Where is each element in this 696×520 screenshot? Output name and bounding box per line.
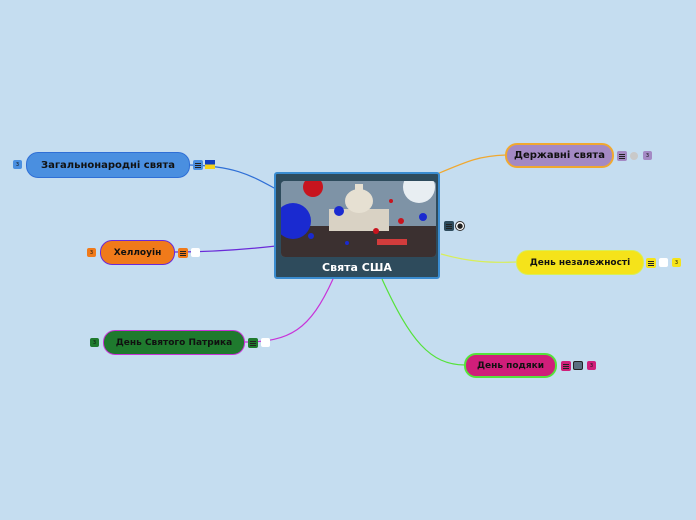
node-thanksgiving[interactable]: День подяки [464,353,557,378]
central-photo [281,181,436,257]
node-thanksgiving-label: День подяки [476,360,545,371]
node-independence-day[interactable]: День незалежності [516,250,644,275]
patrick-notes-icon[interactable] [248,338,258,348]
link-independence [440,253,518,263]
ukraine-flag-icon [205,160,215,169]
state-count-badge: 3 [643,151,652,160]
node-st-patrick[interactable]: День Святого Патрика [103,330,245,355]
thanksgiving-image-icon [573,361,583,370]
patrick-image-icon [261,338,270,347]
national-count-badge: 3 [13,160,22,169]
node-halloween-label: Хеллоуін [113,247,162,258]
national-notes-icon[interactable] [193,160,203,170]
patrick-count-badge: 3 [90,338,99,347]
node-halloween[interactable]: Хеллоуін [100,240,175,265]
node-independence-day-label: День незалежності [529,257,631,268]
halloween-count-badge: 3 [87,248,96,257]
central-title: Свята США [322,261,392,274]
node-state-holidays[interactable]: Державні свята [505,143,614,168]
thanksgiving-count-badge: 3 [587,361,596,370]
node-national-holidays-label: Загальнонародні свята [40,159,176,171]
halloween-notes-icon[interactable] [178,248,188,258]
central-notes-icon[interactable] [444,221,454,231]
link-state [436,154,507,175]
node-st-patrick-label: День Святого Патрика [115,337,233,348]
node-national-holidays[interactable]: Загальнонародні свята [26,152,190,178]
globe-icon[interactable]: ● [455,221,465,231]
independence-count-badge: 3 [672,258,681,267]
link-patrick [243,278,334,343]
state-info-icon[interactable] [630,152,638,160]
thanksgiving-notes-icon[interactable] [561,361,571,371]
independence-notes-icon[interactable] [646,258,656,268]
link-thanksgiving [381,278,466,366]
central-node[interactable]: Свята США [274,172,440,279]
halloween-image-icon [191,248,200,257]
node-state-holidays-label: Державні свята [514,150,605,161]
state-notes-icon[interactable] [617,151,627,161]
independence-image-icon [659,258,668,267]
